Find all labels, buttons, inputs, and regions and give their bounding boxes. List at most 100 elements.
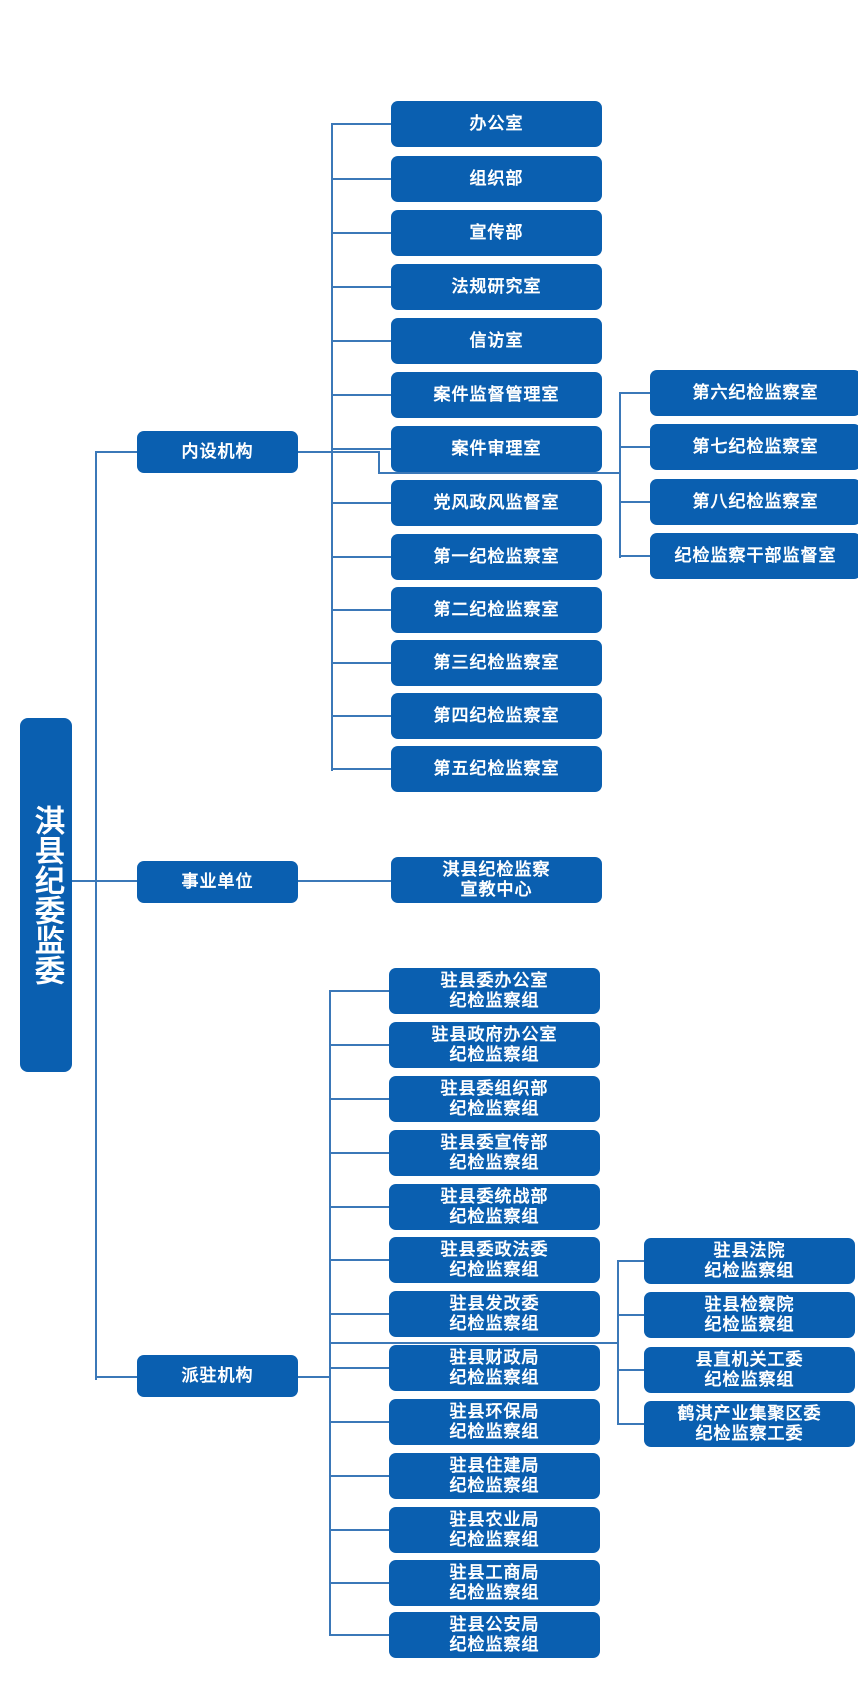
unit-label: 驻县政府办公室 纪检监察组 [431,1025,558,1065]
unit-paizhu: 驻县发改委 纪检监察组 [389,1291,600,1337]
extension-link [378,472,619,474]
unit-label: 第三纪检监察室 [433,653,560,673]
trunk-line [95,451,97,1380]
branch-label: 派驻机构 [181,1366,254,1386]
branch-neishe: 内设机构 [137,431,298,473]
unit-label: 驻县委宣传部 纪检监察组 [440,1133,549,1173]
unit-neishe: 案件审理室 [391,426,602,472]
branch-out [298,451,331,453]
unit-neishe-extra: 第八纪检监察室 [650,479,858,525]
unit-label: 第五纪检监察室 [433,759,560,779]
unit-paizhu: 驻县委政法委 纪检监察组 [389,1237,600,1283]
child-connector [331,502,391,504]
bus-line-extra [619,392,621,558]
extension-drop [378,451,380,473]
branch-label: 内设机构 [181,442,254,462]
unit-label: 驻县委政法委 纪检监察组 [440,1240,549,1280]
child-connector [617,1314,644,1316]
unit-neishe-extra: 第六纪检监察室 [650,370,858,416]
unit-shiye: 淇县纪检监察 宣教中心 [391,857,602,903]
unit-neishe-extra: 纪检监察干部监督室 [650,533,858,579]
child-connector [329,1259,389,1261]
unit-neishe: 第五纪检监察室 [391,746,602,792]
unit-label: 驻县委组织部 纪检监察组 [440,1079,549,1119]
child-connector [329,1044,389,1046]
unit-label: 纪检监察干部监督室 [674,546,837,566]
branch-paizhu: 派驻机构 [137,1355,298,1397]
unit-neishe: 第三纪检监察室 [391,640,602,686]
child-connector [329,1582,389,1584]
unit-label: 办公室 [469,114,524,134]
unit-paizhu: 驻县委办公室 纪检监察组 [389,968,600,1014]
child-connector [329,1367,389,1369]
child-connector [619,392,650,394]
bus-line-extra [617,1260,619,1424]
child-connector [331,768,391,770]
child-connector [331,609,391,611]
child-connector [619,501,650,503]
unit-label: 鹤淇产业集聚区委 纪检监察工委 [677,1404,822,1444]
branch-label: 事业单位 [181,872,254,892]
unit-label: 宣传部 [469,223,524,243]
child-connector [617,1369,644,1371]
unit-neishe: 第二纪检监察室 [391,587,602,633]
unit-neishe: 办公室 [391,101,602,147]
unit-paizhu-extra: 驻县检察院 纪检监察组 [644,1292,855,1338]
child-connector [329,990,389,992]
unit-label: 驻县农业局 纪检监察组 [449,1510,540,1550]
root-label: 淇县纪委监委 [29,805,64,985]
child-connector [331,394,391,396]
child-connector [329,1098,389,1100]
extension-out [298,451,378,453]
child-connector [619,555,650,557]
unit-label: 第一纪检监察室 [433,547,560,567]
unit-neishe: 信访室 [391,318,602,364]
child-connector [331,286,391,288]
unit-label: 案件监督管理室 [433,385,560,405]
child-connector [619,446,650,448]
unit-neishe: 组织部 [391,156,602,202]
unit-label: 党风政风监督室 [433,493,560,513]
unit-label: 驻县检察院 纪检监察组 [704,1295,795,1335]
unit-label: 驻县环保局 纪检监察组 [449,1402,540,1442]
child-connector [331,178,391,180]
unit-paizhu: 驻县住建局 纪检监察组 [389,1453,600,1499]
unit-paizhu: 驻县委统战部 纪检监察组 [389,1184,600,1230]
unit-paizhu: 驻县委组织部 纪检监察组 [389,1076,600,1122]
branch-connector [95,880,137,882]
extension-link [329,1342,617,1344]
branch-shiye: 事业单位 [137,861,298,903]
unit-label: 法规研究室 [451,277,542,297]
unit-label: 驻县公安局 纪检监察组 [449,1615,540,1655]
child-connector [331,448,391,450]
child-connector [329,1421,389,1423]
unit-label: 第八纪检监察室 [692,492,819,512]
unit-label: 驻县委统战部 纪检监察组 [440,1187,549,1227]
unit-paizhu-extra: 驻县法院 纪检监察组 [644,1238,855,1284]
unit-label: 驻县财政局 纪检监察组 [449,1348,540,1388]
unit-neishe: 案件监督管理室 [391,372,602,418]
unit-label: 淇县纪检监察 宣教中心 [442,860,551,900]
unit-neishe: 第四纪检监察室 [391,693,602,739]
unit-neishe: 第一纪检监察室 [391,534,602,580]
unit-neishe: 法规研究室 [391,264,602,310]
unit-label: 驻县发改委 纪检监察组 [449,1294,540,1334]
unit-neishe: 党风政风监督室 [391,480,602,526]
unit-label: 驻县住建局 纪检监察组 [449,1456,540,1496]
child-connector [617,1423,644,1425]
bus-line [331,123,333,771]
child-connector [329,1475,389,1477]
unit-label: 第二纪检监察室 [433,600,560,620]
branch-out [298,880,391,882]
branch-out [298,1376,329,1378]
child-connector [329,1313,389,1315]
branch-connector [95,451,137,453]
branch-connector [95,1376,137,1378]
child-connector [331,662,391,664]
child-connector [329,1206,389,1208]
child-connector [331,232,391,234]
root-box: 淇县纪委监委 [20,718,72,1072]
unit-paizhu: 驻县政府办公室 纪检监察组 [389,1022,600,1068]
child-connector [331,123,391,125]
unit-label: 信访室 [469,331,524,351]
